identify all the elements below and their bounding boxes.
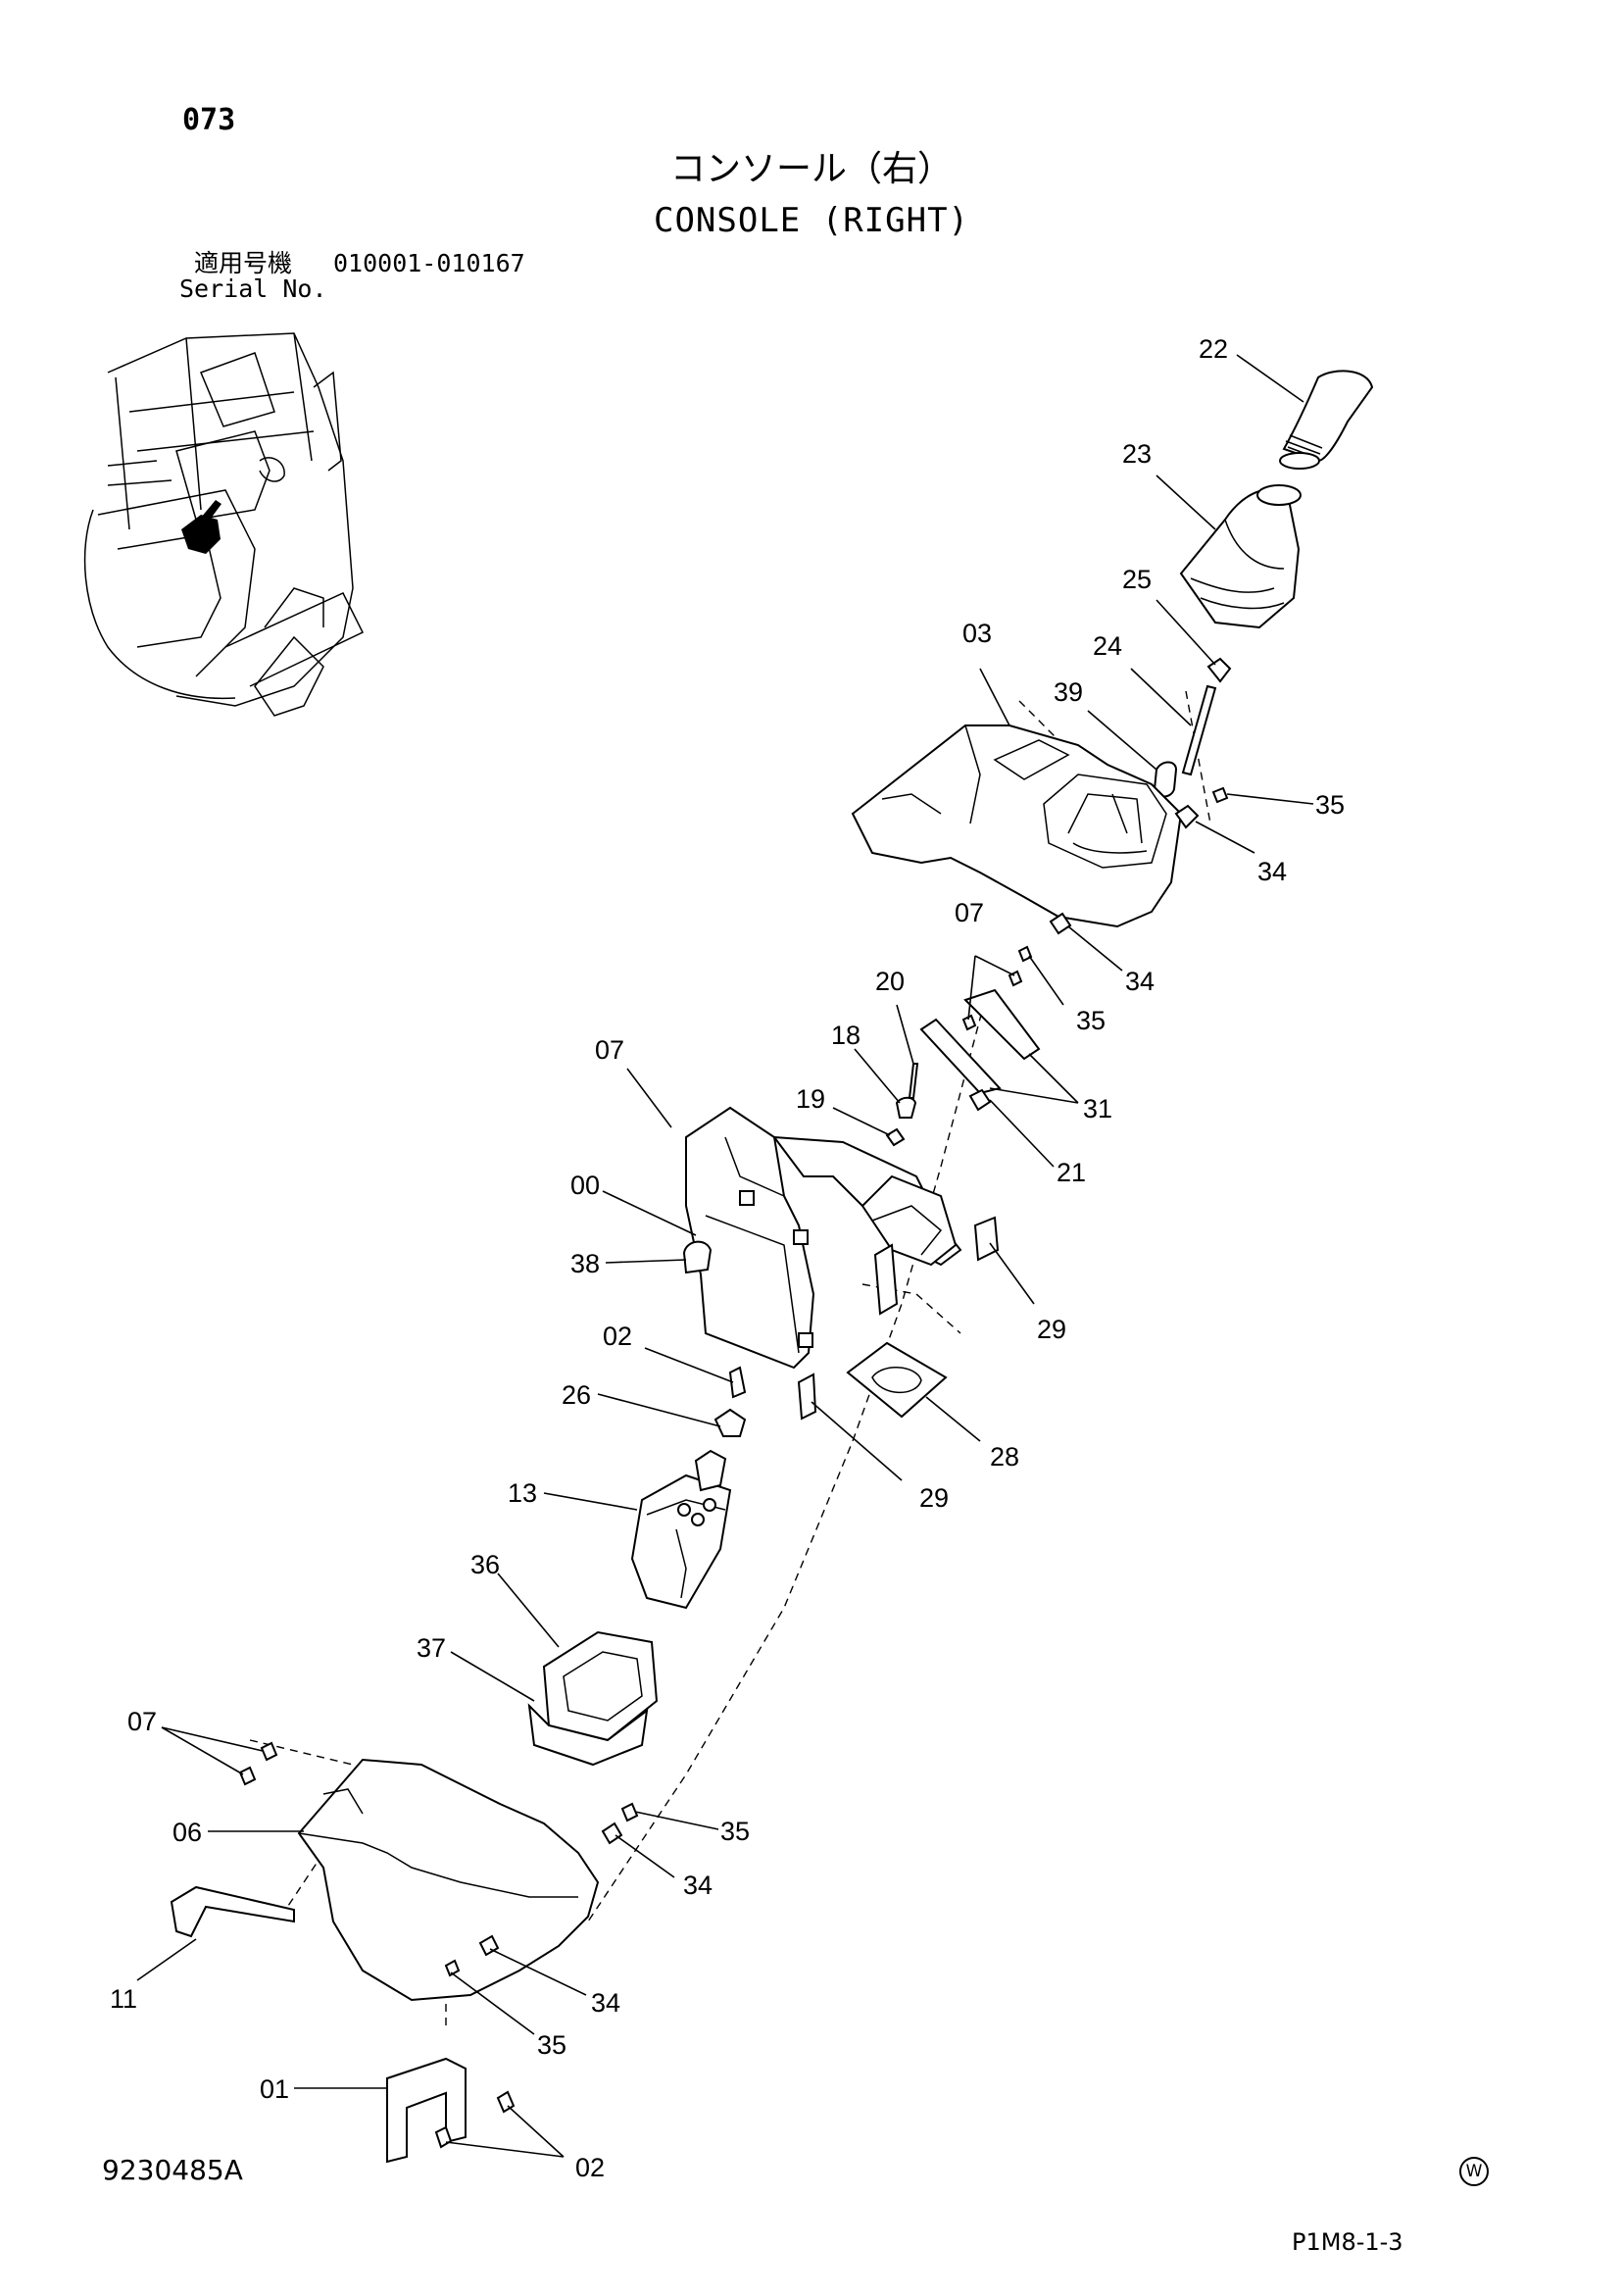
serial-label-japanese: 適用号機 bbox=[194, 249, 293, 277]
callout-36: 36 bbox=[470, 1550, 500, 1579]
callout-23: 23 bbox=[1122, 439, 1152, 469]
machine-locator-illustration bbox=[83, 332, 365, 717]
callout-07-b: 07 bbox=[595, 1035, 624, 1065]
callout-11: 11 bbox=[110, 1984, 137, 2014]
callout-18: 18 bbox=[831, 1021, 861, 1050]
part-34-screw-c bbox=[601, 1822, 623, 1845]
callout-28: 28 bbox=[990, 1442, 1019, 1472]
callout-02-b: 02 bbox=[575, 2153, 605, 2182]
part-07-bolt-d bbox=[238, 1766, 257, 1786]
callout-03: 03 bbox=[962, 619, 992, 648]
callout-29-a: 29 bbox=[1037, 1315, 1066, 1344]
callout-34-c: 34 bbox=[683, 1871, 713, 1900]
part-23-boot bbox=[1179, 484, 1302, 629]
part-37-boot-base bbox=[527, 1703, 649, 1767]
callout-34-d: 34 bbox=[591, 1988, 620, 2018]
callout-29-b: 29 bbox=[919, 1483, 949, 1513]
part-11-handle bbox=[170, 1885, 295, 1938]
callout-06: 06 bbox=[172, 1818, 202, 1847]
part-28-gasket-plate bbox=[846, 1341, 948, 1419]
part-02-bolt-a bbox=[728, 1366, 747, 1399]
part-35-nut-d bbox=[444, 1959, 461, 1977]
callout-34-b: 34 bbox=[1125, 967, 1155, 996]
title-japanese: コンソール（右） bbox=[669, 149, 953, 189]
part-21-bolt bbox=[968, 1088, 992, 1112]
part-13-pilot-valve bbox=[630, 1449, 732, 1610]
serial-label-english: Serial No. bbox=[179, 275, 327, 303]
part-34-screw-b bbox=[1049, 912, 1072, 935]
callout-21: 21 bbox=[1057, 1158, 1086, 1187]
page-code: P1M8-1-3 bbox=[1292, 2228, 1403, 2256]
callout-07-a: 07 bbox=[955, 898, 984, 927]
part-07-bolt-c bbox=[260, 1741, 278, 1762]
leader-lines bbox=[136, 354, 1314, 2158]
part-35-nut-c bbox=[620, 1802, 639, 1822]
w-circle-mark: W bbox=[1459, 2157, 1489, 2186]
callout-02-a: 02 bbox=[603, 1322, 632, 1351]
callout-38: 38 bbox=[570, 1249, 600, 1278]
drawing-code: 9230485A bbox=[102, 2154, 243, 2186]
callout-34-a: 34 bbox=[1257, 857, 1287, 886]
part-20-pin bbox=[908, 1063, 919, 1099]
part-00-console-bracket bbox=[685, 1106, 962, 1370]
callout-35-c: 35 bbox=[720, 1817, 750, 1846]
callout-22: 22 bbox=[1199, 334, 1228, 364]
callout-13: 13 bbox=[508, 1478, 537, 1508]
serial-number-range: 010001-010167 bbox=[333, 249, 525, 277]
part-18-bushing bbox=[895, 1096, 917, 1119]
part-03-upper-cover bbox=[851, 724, 1183, 928]
part-29-bracket-b bbox=[797, 1373, 817, 1421]
callout-26: 26 bbox=[562, 1380, 591, 1410]
part-25-nut bbox=[1206, 657, 1232, 683]
callout-20: 20 bbox=[875, 967, 905, 996]
callout-35-b: 35 bbox=[1076, 1006, 1106, 1035]
part-35-nut-a bbox=[1211, 786, 1229, 804]
part-26-nut bbox=[713, 1408, 747, 1437]
part-06-lower-cover bbox=[297, 1758, 600, 2002]
part-01-bracket bbox=[386, 2057, 467, 2164]
callout-31: 31 bbox=[1083, 1094, 1112, 1123]
part-35-nut-b bbox=[1017, 945, 1033, 963]
part-22-lever-grip bbox=[1279, 370, 1374, 470]
part-29-bracket-a bbox=[973, 1216, 1000, 1262]
callout-00: 00 bbox=[570, 1171, 600, 1200]
callout-39: 39 bbox=[1054, 677, 1083, 707]
callout-35-a: 35 bbox=[1315, 790, 1345, 820]
page-number: 073 bbox=[182, 103, 236, 137]
part-38-clip bbox=[682, 1240, 713, 1274]
callout-35-d: 35 bbox=[537, 2030, 566, 2060]
callout-01: 01 bbox=[260, 2074, 289, 2104]
callout-19: 19 bbox=[796, 1084, 825, 1114]
callout-labels: 22 23 25 24 03 39 35 34 07 34 35 20 18 3… bbox=[110, 334, 1345, 2182]
part-19-nut bbox=[885, 1127, 906, 1147]
title-english: CONSOLE (RIGHT) bbox=[653, 201, 970, 240]
part-24-rod bbox=[1181, 684, 1217, 776]
callout-24: 24 bbox=[1093, 631, 1122, 661]
callout-25: 25 bbox=[1122, 565, 1152, 594]
callout-37: 37 bbox=[417, 1633, 446, 1663]
part-31-brackets bbox=[919, 988, 1041, 1095]
callout-07-c: 07 bbox=[127, 1707, 157, 1736]
part-34-screw-a bbox=[1174, 804, 1200, 829]
